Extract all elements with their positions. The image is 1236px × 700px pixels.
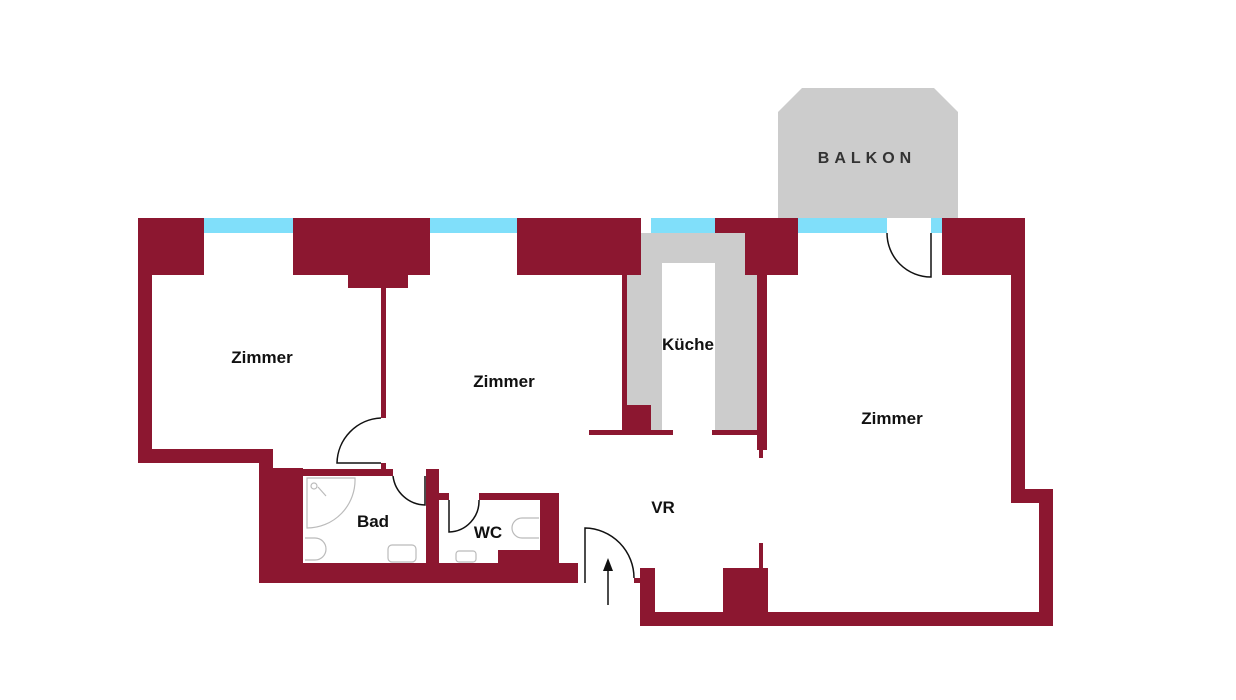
label-zimmer-left: Zimmer	[231, 348, 293, 367]
label-zimmer-right: Zimmer	[861, 409, 923, 428]
door-balcony	[886, 232, 932, 278]
doors	[336, 232, 932, 583]
label-wc: WC	[474, 523, 502, 542]
walls	[138, 218, 1053, 626]
sink-wc-icon	[455, 550, 477, 563]
toilet-bad-icon	[305, 537, 327, 561]
label-zimmer-middle: Zimmer	[473, 372, 535, 391]
toilet-wc-icon	[511, 517, 539, 539]
entrance-arrow-icon	[603, 558, 613, 605]
label-bad: Bad	[357, 512, 389, 531]
kitchen-counter	[627, 233, 757, 430]
windows	[204, 218, 942, 233]
sink-bad-icon	[387, 544, 417, 563]
door-entrance	[584, 527, 635, 583]
door-bad	[392, 475, 426, 506]
bathroom-fixtures	[305, 477, 539, 563]
label-vr: VR	[651, 498, 675, 517]
shower-icon	[306, 477, 356, 529]
balcony-area	[778, 88, 958, 218]
label-balkon: BALKON	[818, 150, 916, 167]
label-kueche: Küche	[662, 335, 714, 354]
door-wc	[448, 499, 480, 533]
door-zimmer	[336, 417, 382, 464]
